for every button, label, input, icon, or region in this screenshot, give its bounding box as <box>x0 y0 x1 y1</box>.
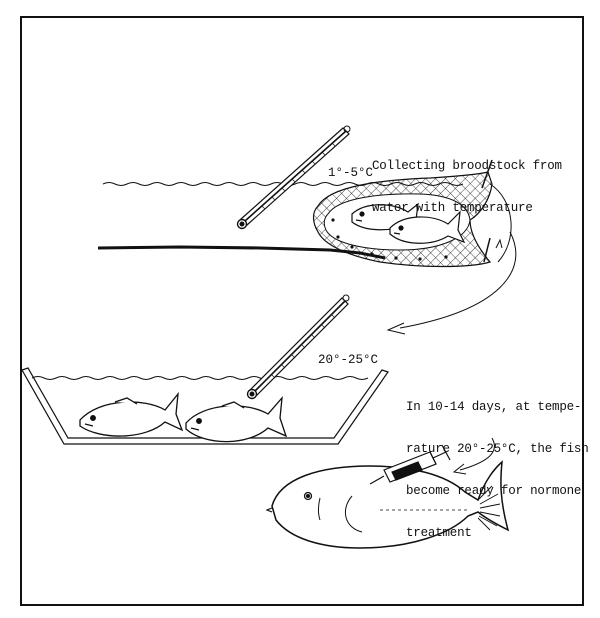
net-floats <box>331 218 448 261</box>
temperature-warm-label: 20°-25°C <box>318 353 379 367</box>
caption-collecting: Collecting broodstock from water with te… <box>372 131 562 229</box>
frame-border <box>20 16 584 606</box>
caption-ready-line4: treatment <box>406 526 472 540</box>
transfer-arrow <box>399 231 517 329</box>
caption-collecting-line2: water with temperature <box>372 201 533 215</box>
caption-ready-line2: rature 20°-25°C, the fish <box>406 442 589 456</box>
temperature-cold-label: 1°-5°C <box>328 166 374 180</box>
net-pole-top <box>481 159 493 189</box>
caption-collecting-line1: Collecting broodstock from <box>372 159 562 173</box>
fish-in-net-2 <box>389 210 466 244</box>
treatment-arrow <box>459 437 495 471</box>
fish-in-tank-2 <box>185 396 288 443</box>
large-fish <box>265 460 510 549</box>
holding-tank <box>21 367 389 445</box>
net-rope <box>489 183 512 263</box>
caption-ready: In 10-14 days, at tempe- rature 20°-25°C… <box>406 372 589 554</box>
thermometer-cold <box>236 125 351 230</box>
net-pole-bottom <box>483 237 491 263</box>
caption-ready-line3: become ready for normone <box>406 484 582 498</box>
tank-water <box>31 376 369 380</box>
syringe-icon <box>369 444 451 485</box>
fish-in-tank-1 <box>79 391 184 437</box>
caption-ready-line1: In 10-14 days, at tempe- <box>406 400 582 414</box>
thermometer-warm <box>246 294 350 400</box>
